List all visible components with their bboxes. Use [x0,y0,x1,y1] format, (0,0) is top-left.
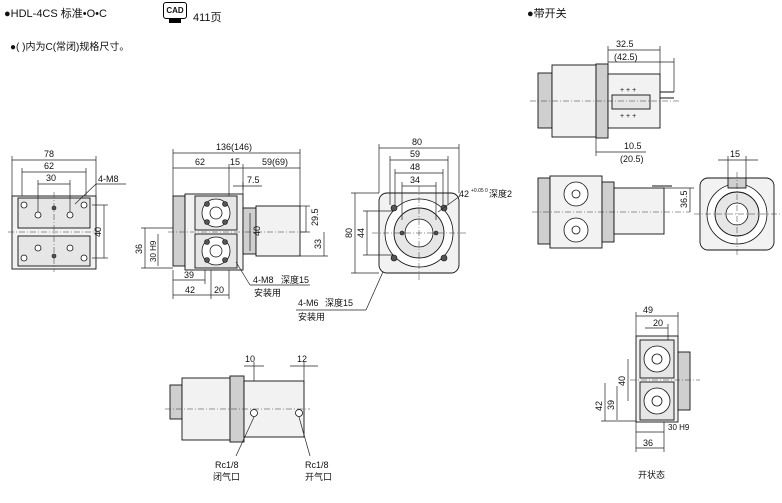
cad-page-link[interactable]: 411页 [193,12,222,24]
front-thread: 4-M8 [98,174,119,184]
svg-text:+ + +: + + + [620,113,636,120]
open-state-label: 开状态 [638,469,665,480]
side-view: 136(146) 62 15 59(69) 7.5 29.5 33 40 36 … [134,142,391,322]
cad-label: CAD [163,2,187,19]
side-dim-bot2: 42 [185,285,195,295]
end-dim-48: 48 [410,162,420,172]
cad-stand [169,19,181,23]
switch-end-view: 15 [694,149,780,256]
open-dim-49: 49 [643,305,653,315]
spec-note: ●( )内为C(常闭)规格尺寸。 [10,42,130,53]
end-view: 80 59 48 34 80 44 42 +0.05 0 深度2 [344,137,512,280]
port2-label: 开气口 [305,471,332,482]
callout1-depth: 深度15 [281,274,309,285]
side-dim-fit: 30 H9 [149,240,158,262]
switch-title: ●带开关 [527,8,567,20]
port2-thread: Rc1/8 [305,460,329,470]
switch-dim-c: 10.5 [624,141,642,151]
callout2-use: 安装用 [298,311,325,322]
front-dim-width: 78 [44,149,54,159]
side-dim-c: 59(69) [262,157,288,167]
port-dim-10: 10 [245,354,255,364]
side-dim-h2: 40 [252,226,262,236]
side-dim-left: 36 [134,244,144,254]
front-dim-mid: 62 [44,161,54,171]
end-bore-tol: +0.05 0 [471,188,488,194]
port-dim-12: 12 [297,354,307,364]
front-view: 78 62 30 40 4-M8 [8,149,126,272]
end-dim-v44: 44 [356,228,366,238]
side-dim-b: 15 [230,157,240,167]
side-dim-bot1: 39 [184,270,194,280]
switch-dim-a: 32.5 [616,39,634,49]
side-dim-total: 136(146) [216,142,252,152]
end-dim-34: 34 [410,175,420,185]
front-dim-height: 40 [93,227,103,237]
end-dim-59: 59 [410,149,420,159]
side-dim-h1: 29.5 [310,208,320,226]
end-dim-80: 80 [412,137,422,147]
callout2-thread: 4-M6 [298,298,319,308]
cad-monitor-icon[interactable]: CAD [163,2,187,24]
open-dim-36: 36 [643,438,653,448]
model-title: ●HDL-4CS 标准•O•C [4,8,107,20]
switch-open-view: 49 20 40 42 39 30 H9 36 开状态 [594,305,700,480]
switch-dim-w: 15 [730,149,740,159]
callout1-thread: 4-M8 [253,275,274,285]
callout2-depth: 深度15 [325,297,353,308]
port-view: 10 12 Rc1/8 闭气口 Rc1/8 开气口 [165,354,332,482]
callout1-use: 安装用 [254,287,281,298]
front-dim-inner: 30 [46,173,56,183]
open-dim-fit: 30 H9 [668,423,690,432]
switch-top-view: + + + + + + 32.5 (42.5) 10.5 (20.5) [530,39,680,164]
side-dim-h3: 33 [313,239,323,249]
end-bore: 42 [459,189,469,199]
side-dim-a: 62 [195,157,205,167]
switch-side-view: 36.5 [532,175,694,249]
svg-text:+ + +: + + + [620,87,636,94]
open-dim-42: 42 [594,401,604,411]
port1-label: 闭气口 [213,471,240,482]
switch-dim-d: (20.5) [620,154,644,164]
front-jaw-upper [17,197,91,229]
switch-dim-h: 36.5 [679,190,689,208]
side-dim-bot3: 20 [214,285,224,295]
switch-dim-b: (42.5) [614,52,638,62]
open-dim-40: 40 [617,376,627,386]
end-dim-v80: 80 [344,228,354,238]
open-dim-20: 20 [653,318,663,328]
port1-thread: Rc1/8 [215,460,239,470]
open-dim-39: 39 [606,400,616,410]
end-bore-depth: 深度2 [489,188,512,199]
side-dim-d: 7.5 [247,175,260,185]
